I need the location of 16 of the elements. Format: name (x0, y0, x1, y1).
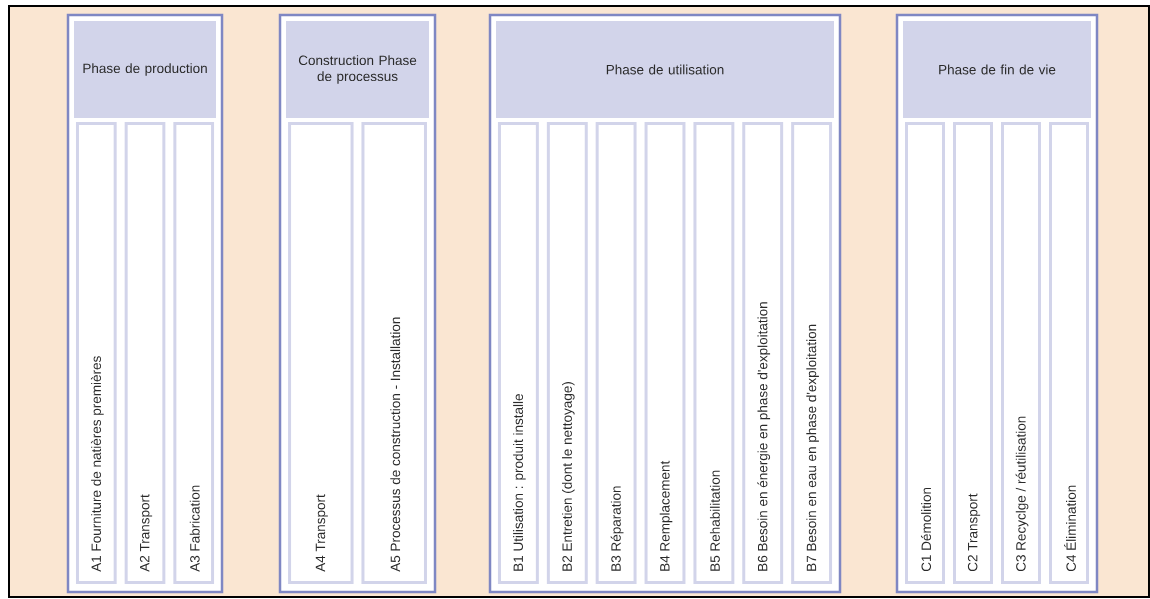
phase-column: A5 Processus de construction - Installation (361, 122, 427, 584)
phase-column: C3 Recyclge / réutilisation (1001, 122, 1041, 584)
phase-column: B2 Entretien (dont le nettoyage) (546, 122, 588, 584)
phase-column: A1 Fourniture de natières premières (75, 122, 117, 584)
phase-column: B4 Remplacement (644, 122, 686, 584)
phase-column: C4 Élimination (1049, 122, 1089, 584)
phase-column: A2 Transport (124, 122, 166, 584)
phase-column: B5 Rehabilitation (693, 122, 735, 584)
phase-column: A3 Fabrication (173, 122, 215, 584)
phase-column: A4 Transport (288, 122, 354, 584)
phase-column: C2 Transport (953, 122, 993, 584)
phase-column: B3 Réparation (595, 122, 637, 584)
phase-column: B7 Besoin en eau en phase d'exploitation (791, 122, 833, 584)
phase-column: C1 Démolition (905, 122, 945, 584)
phase-column: B1 Utilisation : produit installe (497, 122, 539, 584)
phase-column: B6 Besoin en énergie en phase d'exploitation (742, 122, 784, 584)
